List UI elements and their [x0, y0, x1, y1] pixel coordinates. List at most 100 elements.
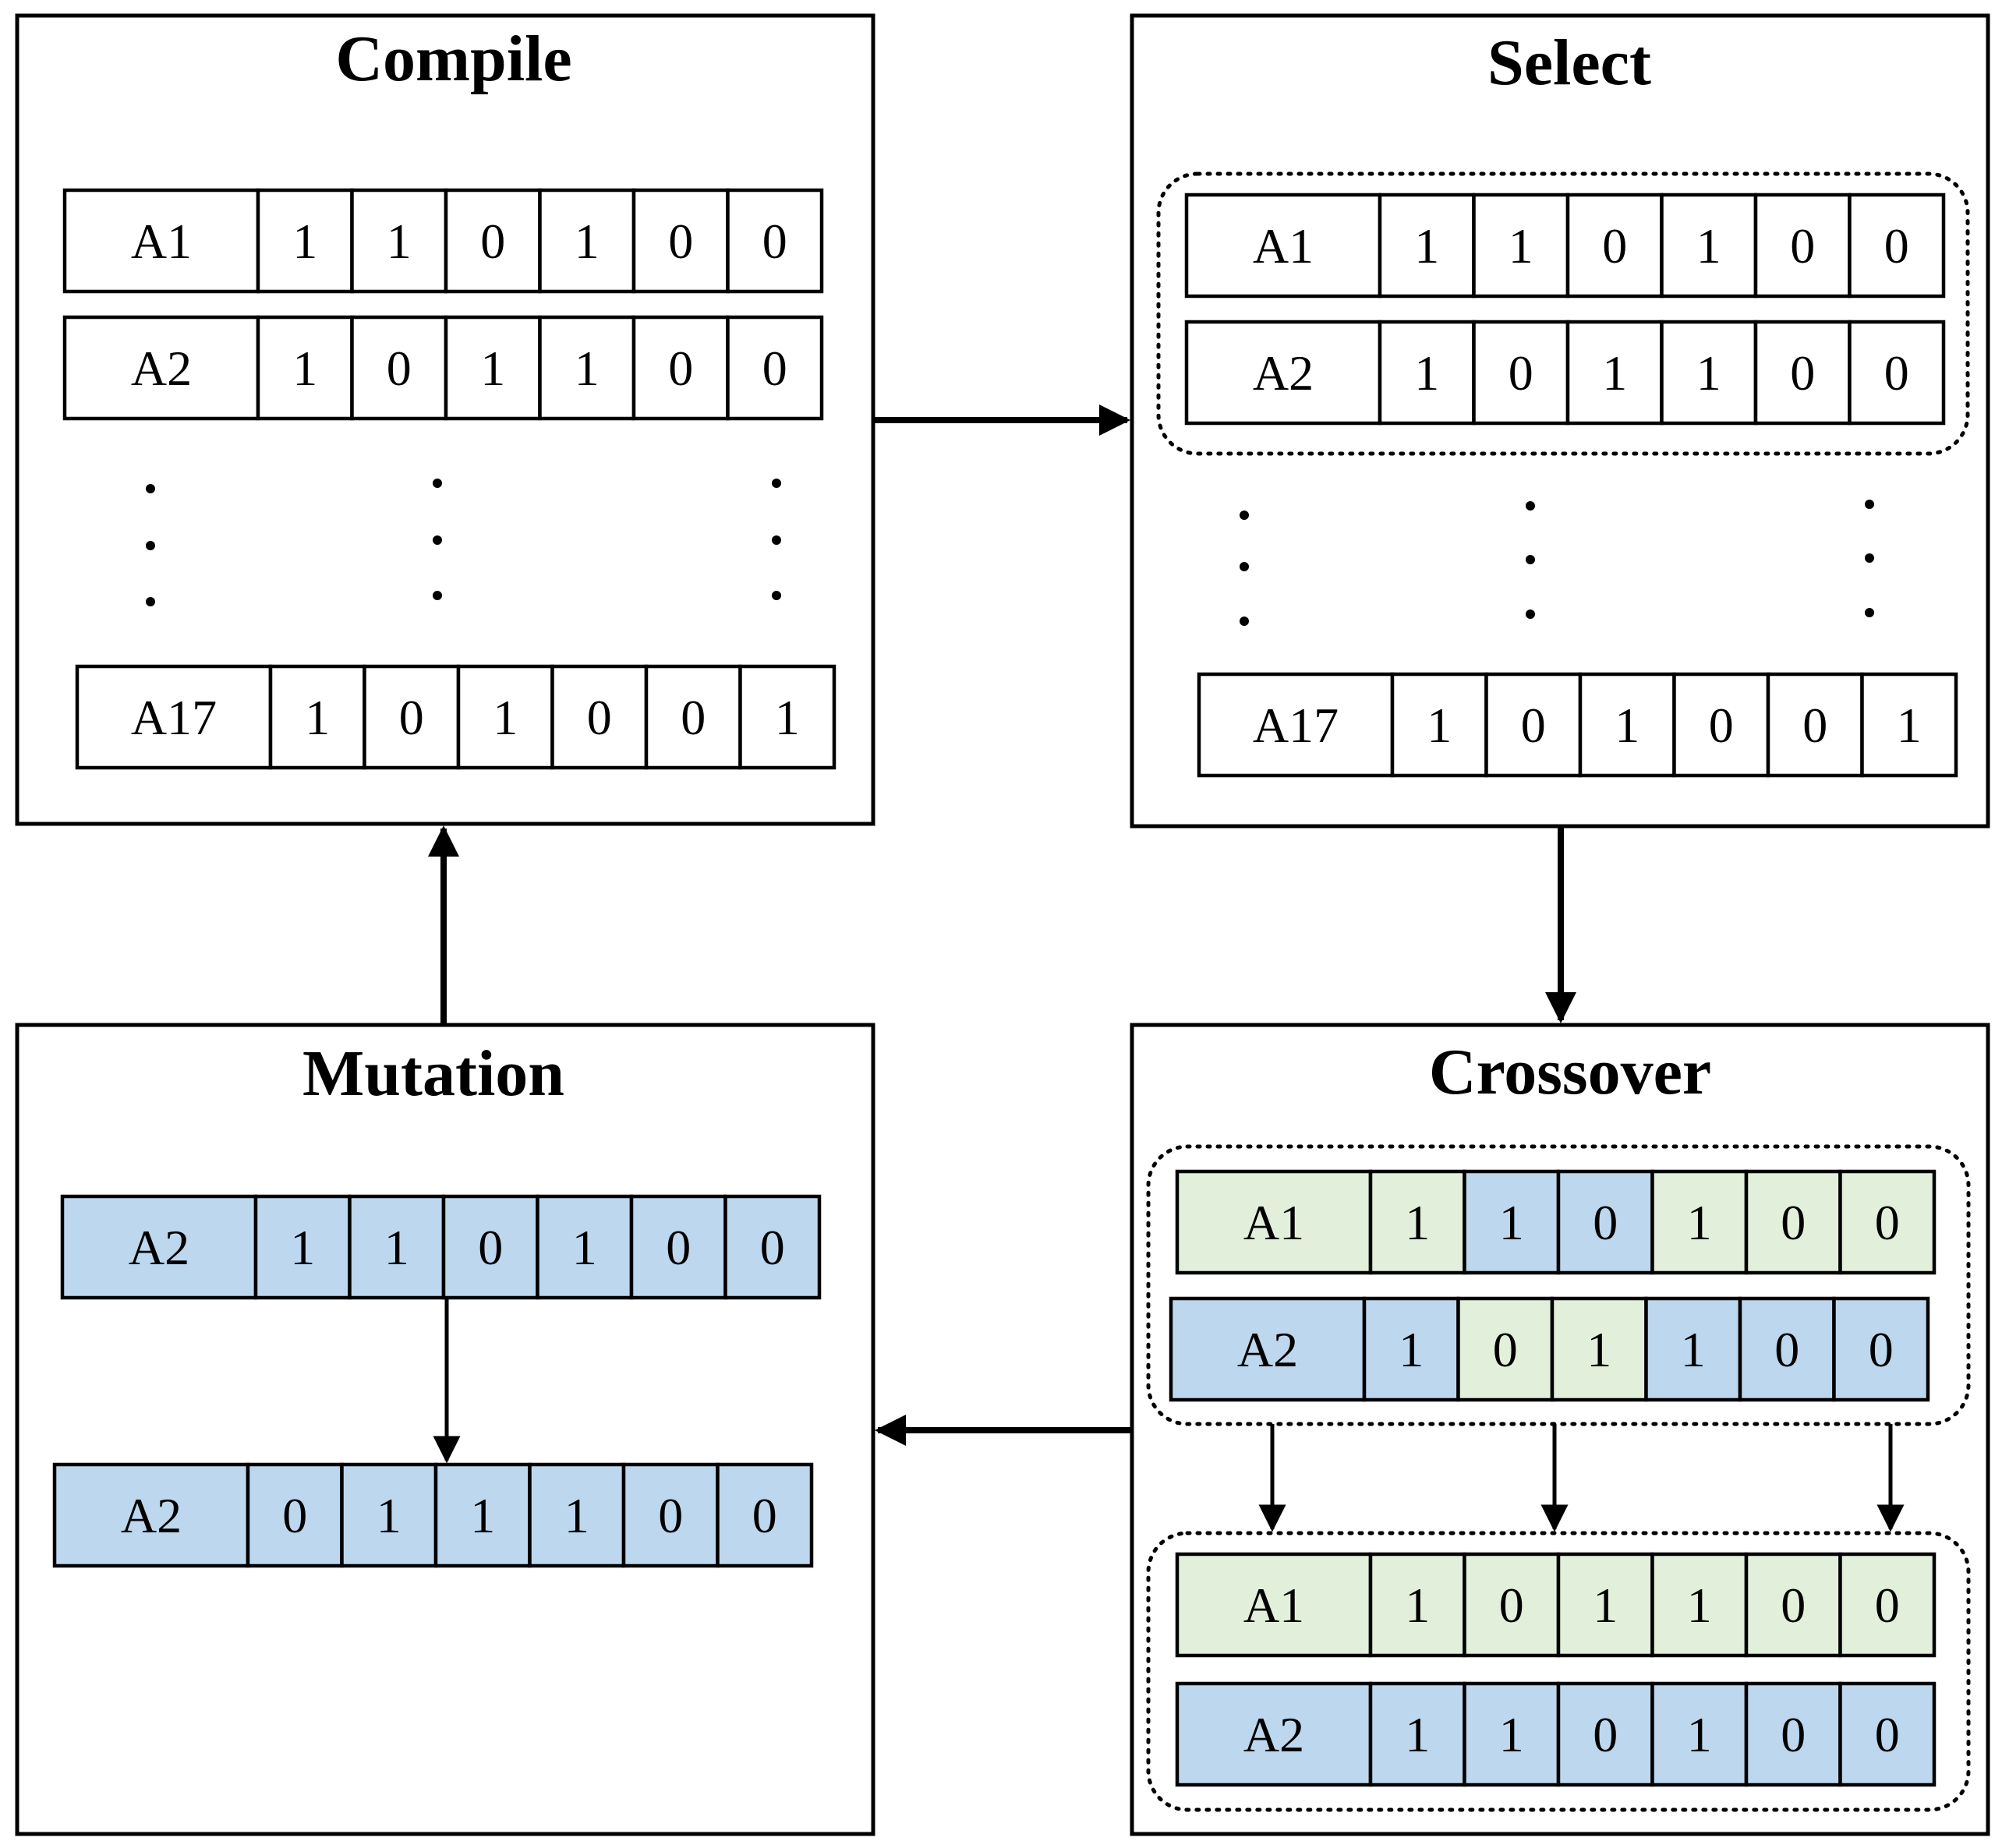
gene-cell: [550, 664, 649, 770]
mutated-gene-value: 1: [290, 1220, 315, 1275]
ellipsis-dot: [772, 479, 781, 488]
ellipsis-dot: [433, 535, 442, 545]
gene-cell: [1463, 1169, 1561, 1275]
gene-cell: [726, 315, 824, 421]
gene-value: 1: [305, 690, 330, 745]
gene-value: 1: [480, 341, 505, 396]
gene-value: 1: [1681, 1322, 1706, 1377]
gene-cell: [1565, 193, 1664, 299]
ellipsis-dot: [1526, 501, 1535, 511]
gene-cell: [456, 664, 554, 770]
gene-value: 1: [387, 214, 412, 269]
chromosome-label: A1: [131, 214, 192, 269]
gene-cell: [1368, 1681, 1466, 1787]
gene-value: 1: [1687, 1578, 1712, 1633]
gene-value: 1: [377, 1488, 401, 1543]
chromosome-label: A2: [1243, 1707, 1304, 1762]
gene-cell: [363, 664, 461, 770]
chromosome-label-cell: [1169, 1296, 1367, 1402]
gene-value: 0: [658, 1488, 683, 1543]
gene-cell: [738, 664, 837, 770]
chromosome-label-cell: [52, 1462, 250, 1568]
gene-cell: [1738, 1296, 1836, 1402]
gene-value: 0: [1875, 1707, 1900, 1762]
gene-value: 1: [1414, 218, 1439, 274]
chromosome-label: A2: [121, 1488, 182, 1543]
gene-value: 1: [1509, 218, 1533, 274]
gene-value: 1: [1696, 345, 1721, 401]
gene-value: 1: [1586, 1322, 1611, 1377]
gene-value: 0: [1802, 698, 1827, 753]
gene-value: 1: [1615, 698, 1639, 753]
gene-cell: [1838, 1169, 1937, 1275]
crossover-children-group: [1146, 1531, 1971, 1812]
ellipsis-dot: [146, 484, 155, 493]
gene-cell: [1556, 1169, 1654, 1275]
gene-value: 0: [1790, 218, 1815, 274]
ellipsis-dot: [1865, 553, 1874, 563]
ellipsis-dot: [772, 535, 781, 545]
ellipsis-dot: [146, 541, 155, 550]
crossover-title: Crossover: [1429, 1036, 1711, 1108]
gene-value: 0: [1884, 345, 1909, 401]
gene-cell: [1672, 672, 1770, 778]
compile-ellipsis: [146, 479, 781, 606]
gene-value: 0: [587, 690, 612, 745]
select-selected-group: [1156, 171, 1970, 456]
gene-value: 1: [1687, 1195, 1712, 1250]
select-title: Select: [1487, 27, 1651, 99]
gene-cell: [1378, 193, 1476, 299]
ellipsis-dot: [1240, 617, 1249, 626]
mutated-gene-value: 0: [478, 1220, 503, 1275]
ellipsis-dot: [1526, 555, 1535, 564]
gene-cell: [726, 188, 824, 294]
gene-cell: [1362, 1296, 1460, 1402]
ellipsis-dot: [433, 479, 442, 488]
gene-cell: [1744, 1169, 1842, 1275]
gene-cell: [1753, 320, 1852, 426]
gene-cell: [1556, 1681, 1654, 1787]
gene-value: 0: [668, 214, 693, 269]
gene-value: 0: [1493, 1322, 1518, 1377]
gene-value: 0: [1781, 1707, 1806, 1762]
gene-value: 1: [1687, 1707, 1712, 1762]
gene-cell: [723, 1194, 822, 1300]
gene-value: 0: [1499, 1578, 1524, 1633]
chromosome-label-cell: [1175, 1681, 1373, 1787]
gene-value: 0: [1521, 698, 1546, 753]
gene-cell: [1838, 1552, 1937, 1658]
chromosome-label: A1: [1243, 1195, 1304, 1250]
gene-value: 1: [572, 1220, 597, 1275]
gene-cell: [1650, 1681, 1749, 1787]
chromosome-label: A17: [1253, 698, 1339, 753]
gene-cell: [536, 1194, 634, 1300]
gene-cell: [1463, 1681, 1561, 1787]
gene-cell: [268, 664, 366, 770]
gene-cell: [1578, 672, 1676, 778]
gene-cell: [528, 1462, 626, 1568]
gene-value: 0: [480, 214, 505, 269]
gene-value: 0: [752, 1488, 777, 1543]
gene-value: 0: [387, 341, 412, 396]
mutated-gene-value: 0: [282, 1488, 307, 1543]
gene-value: 0: [668, 341, 693, 396]
gene-value: 1: [1405, 1707, 1430, 1762]
gene-value: 1: [775, 690, 800, 745]
gene-cell: [1660, 193, 1758, 299]
gene-cell: [1848, 193, 1946, 299]
chromosome-label: A2: [129, 1220, 189, 1275]
gene-value: 0: [762, 214, 787, 269]
gene-value: 1: [1405, 1195, 1430, 1250]
chromosome-label-cell: [75, 664, 273, 770]
gene-cell: [1456, 1296, 1555, 1402]
gene-cell: [644, 664, 742, 770]
gene-cell: [350, 188, 448, 294]
gene-value: 0: [1774, 1322, 1799, 1377]
gene-cell: [1838, 1681, 1937, 1787]
